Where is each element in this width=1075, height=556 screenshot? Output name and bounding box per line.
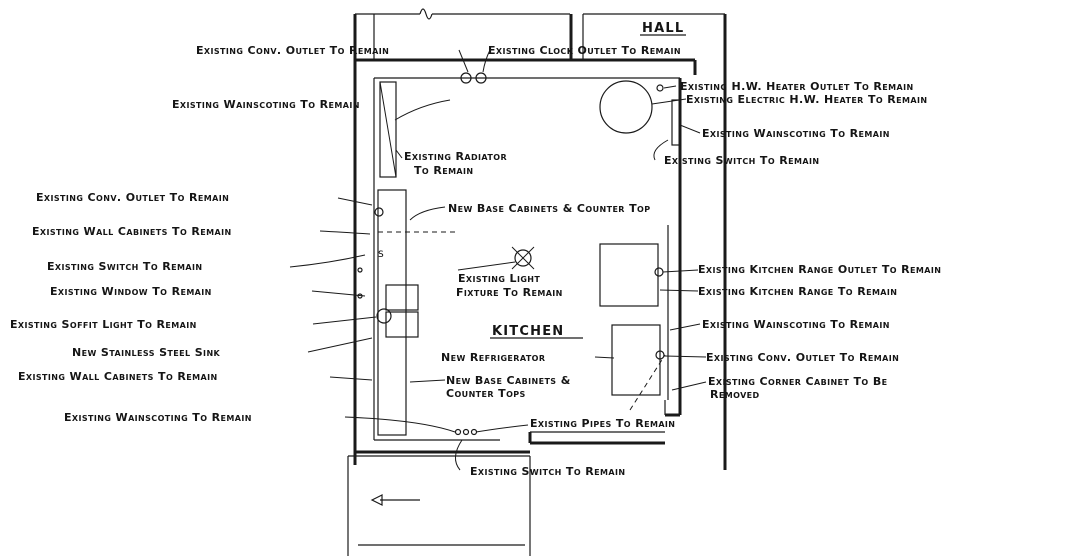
- label-hw-heater-outlet: Existing H.W. Heater Outlet To Remain: [680, 80, 914, 93]
- room-name-hall: HALL: [642, 21, 684, 36]
- leader-lines: [289, 49, 707, 471]
- label-pipes: Existing Pipes To Remain: [530, 417, 675, 430]
- label-window: Existing Window To Remain: [50, 285, 212, 298]
- label-wainscoting-right-mid: Existing Wainscoting To Remain: [702, 318, 890, 331]
- label-wainscoting-bottom: Existing Wainscoting To Remain: [64, 411, 252, 424]
- label-radiator-line1: Existing Radiator: [404, 150, 507, 163]
- label-conv-outlet-right: Existing Conv. Outlet To Remain: [706, 351, 899, 364]
- plan-walls: [347, 8, 727, 556]
- label-switch-bottom: Existing Switch To Remain: [470, 465, 625, 478]
- label-kitchen-range: Existing Kitchen Range To Remain: [698, 285, 897, 298]
- label-switch-left: Existing Switch To Remain: [47, 260, 202, 273]
- label-light-line1: Existing Light: [458, 272, 540, 285]
- label-soffit-light: Existing Soffit Light To Remain: [10, 318, 197, 331]
- label-radiator-line2: To Remain: [414, 164, 474, 177]
- label-refrigerator: New Refrigerator: [441, 351, 545, 364]
- label-range-outlet: Existing Kitchen Range Outlet To Remain: [698, 263, 941, 276]
- label-light-line2: Fixture To Remain: [456, 286, 563, 299]
- label-wainscoting-top: Existing Wainscoting To Remain: [172, 98, 360, 111]
- label-sink: New Stainless Steel Sink: [72, 346, 221, 359]
- label-new-base-cabinets-top: New Base Cabinets & Counter Top: [448, 202, 650, 215]
- label-corner-cabinet-line2: Removed: [710, 388, 760, 401]
- label-clock-outlet: Existing Clock Outlet To Remain: [488, 44, 681, 57]
- switch-symbol: S: [378, 250, 384, 260]
- plan-fixtures: S: [357, 72, 681, 506]
- label-new-base-bottom-line2: Counter Tops: [446, 387, 526, 400]
- label-new-base-bottom-line1: New Base Cabinets &: [446, 374, 571, 387]
- label-corner-cabinet-line1: Existing Corner Cabinet To Be: [708, 375, 888, 388]
- annotations: Existing Conv. Outlet To Remain Existing…: [10, 44, 941, 478]
- label-wall-cabinets-bottom: Existing Wall Cabinets To Remain: [18, 370, 218, 383]
- label-wainscoting-right-top: Existing Wainscoting To Remain: [702, 127, 890, 140]
- label-conv-outlet-top: Existing Conv. Outlet To Remain: [196, 44, 389, 57]
- label-wall-cabinets-top: Existing Wall Cabinets To Remain: [32, 225, 232, 238]
- label-conv-outlet-left: Existing Conv. Outlet To Remain: [36, 191, 229, 204]
- label-electric-hw-heater: Existing Electric H.W. Heater To Remain: [686, 93, 927, 106]
- room-name-kitchen: KITCHEN: [492, 324, 564, 339]
- label-switch-right: Existing Switch To Remain: [664, 154, 819, 167]
